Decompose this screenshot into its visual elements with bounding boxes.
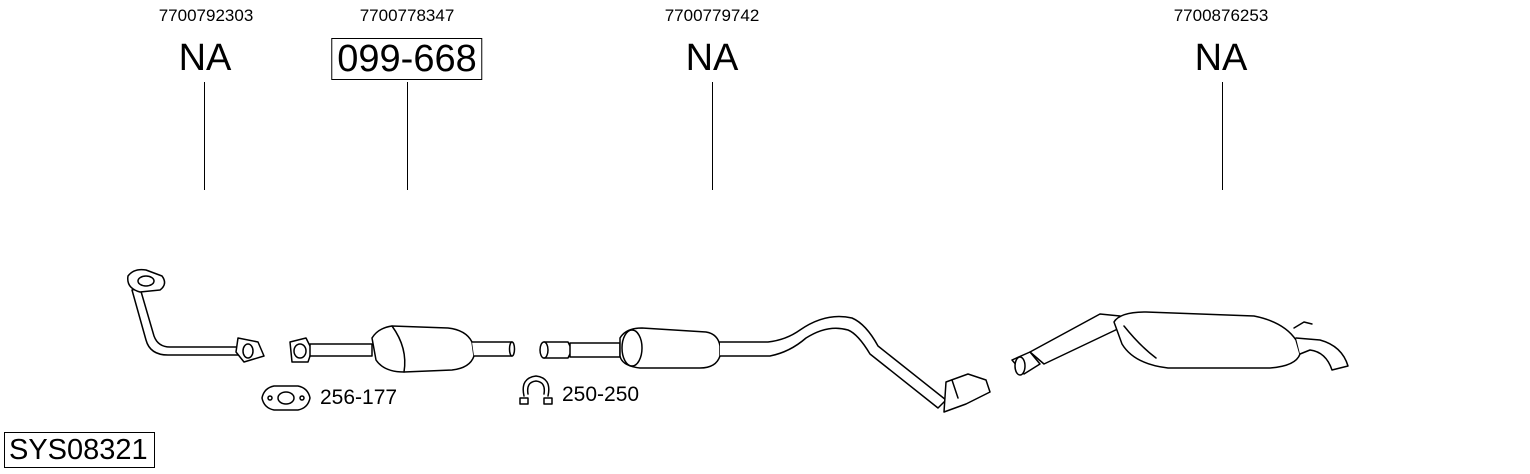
system-code: SYS08321 (4, 432, 155, 468)
gasket-icon (261, 385, 311, 411)
accessory-number-clamp[interactable]: 250-250 (562, 383, 640, 406)
clamp-icon (519, 375, 553, 405)
part-number-4[interactable]: NA (1194, 37, 1248, 79)
front-pipe-drawing[interactable] (127, 268, 265, 363)
oem-number-2: 7700778347 (359, 6, 455, 25)
oem-number-4: 7700876253 (1173, 6, 1269, 25)
leader-line-3 (712, 82, 713, 190)
part-number-3[interactable]: NA (685, 37, 739, 79)
catalytic-converter-drawing[interactable] (289, 325, 516, 373)
leader-line-4 (1222, 82, 1223, 190)
part-number-2[interactable]: 099-668 (331, 38, 483, 80)
leader-line-2 (407, 82, 408, 190)
rear-silencer-drawing[interactable] (1011, 311, 1349, 376)
accessory-number-gasket[interactable]: 256-177 (320, 386, 398, 409)
oem-number-1: 7700792303 (158, 6, 254, 25)
part-number-1[interactable]: NA (178, 37, 232, 79)
oem-number-3: 7700779742 (664, 6, 760, 25)
middle-silencer-drawing[interactable] (539, 315, 991, 413)
leader-line-1 (204, 82, 205, 190)
